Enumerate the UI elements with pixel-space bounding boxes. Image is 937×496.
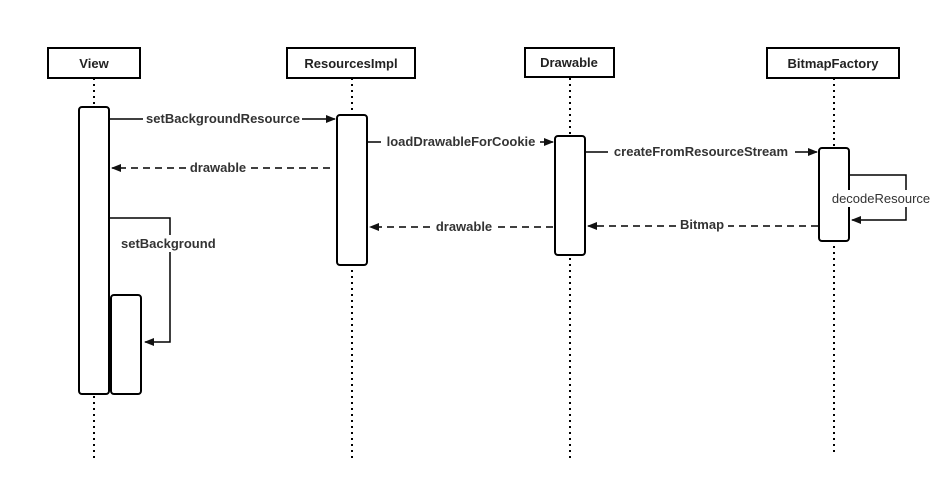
message-label: setBackgroundResource — [146, 111, 300, 126]
message-set-background-resource: setBackgroundResource — [110, 111, 336, 126]
participant-view: View — [47, 47, 141, 79]
return-bitmap-to-drawable: Bitmap — [587, 217, 818, 232]
message-label: decodeResource — [832, 191, 930, 206]
activation-view-nested — [110, 294, 142, 395]
participant-bitmap-factory: BitmapFactory — [766, 47, 900, 79]
message-decode-resource: decodeResource — [826, 174, 936, 224]
activation-resources-impl — [336, 114, 368, 266]
message-label: createFromResourceStream — [614, 144, 788, 159]
message-set-background: setBackground — [110, 217, 218, 346]
participant-view-label: View — [79, 56, 109, 71]
message-create-from-resource-stream: createFromResourceStream — [586, 144, 818, 159]
participant-resources-impl-label: ResourcesImpl — [304, 56, 397, 71]
message-load-drawable-for-cookie: loadDrawableForCookie — [368, 134, 554, 149]
participant-drawable-label: Drawable — [540, 55, 598, 70]
message-label: Bitmap — [680, 217, 724, 232]
message-label: drawable — [436, 219, 492, 234]
activation-view — [78, 106, 110, 395]
participant-drawable: Drawable — [524, 47, 615, 78]
return-drawable-to-resources-impl: drawable — [369, 219, 553, 234]
message-label: drawable — [190, 160, 246, 175]
activation-drawable — [554, 135, 586, 256]
return-drawable-to-view: drawable — [111, 160, 330, 175]
message-label: loadDrawableForCookie — [387, 134, 536, 149]
participant-bitmap-factory-label: BitmapFactory — [787, 56, 879, 71]
participant-resources-impl: ResourcesImpl — [286, 47, 416, 79]
message-label: setBackground — [121, 236, 216, 251]
